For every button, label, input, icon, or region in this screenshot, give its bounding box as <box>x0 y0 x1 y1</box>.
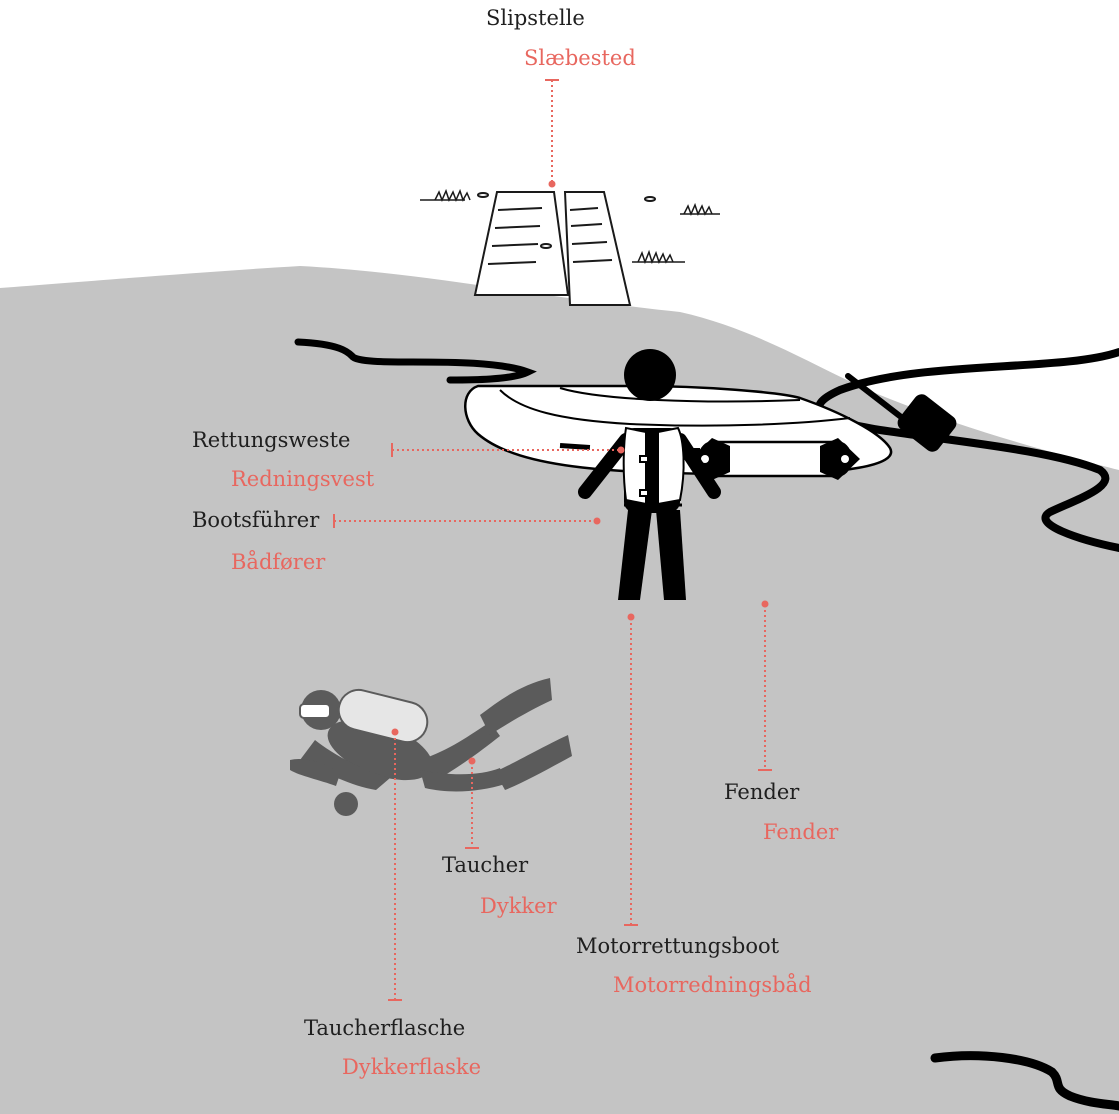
diver-label-de: Taucher <box>442 855 528 876</box>
life-vest-label-dk: Redningsvest <box>231 469 374 490</box>
diver-label-dk: Dykker <box>480 896 557 917</box>
ramp-label-de: Slipstelle <box>486 8 585 29</box>
fender-icon <box>690 438 860 480</box>
life-vest-label-de: Rettungsweste <box>192 430 350 451</box>
ramp-label-dk: Slæbested <box>524 48 636 69</box>
rescue-boat-label-dk: Motorredningsbåd <box>613 975 812 996</box>
fender-label-dk: Fender <box>763 822 838 843</box>
skipper-label-de: Bootsführer <box>192 510 319 531</box>
fender-label-de: Fender <box>724 782 799 803</box>
tank-label-dk: Dykkerflaske <box>342 1057 481 1078</box>
tank-label-de: Taucherflasche <box>304 1018 465 1039</box>
rescue-boat-label-de: Motorrettungsboot <box>576 936 779 957</box>
life-vest-icon <box>624 428 684 512</box>
skipper-label-dk: Bådfører <box>231 552 325 573</box>
